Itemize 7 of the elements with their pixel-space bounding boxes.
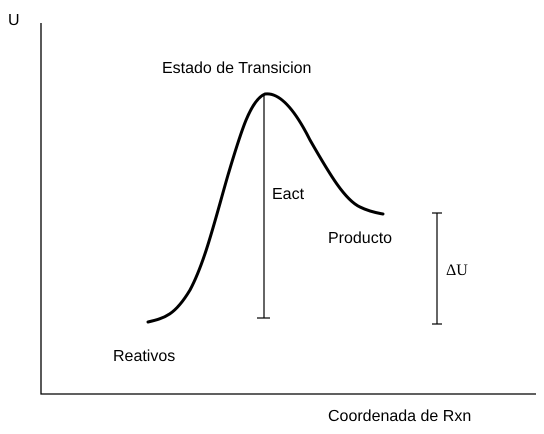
peak-label: Estado de Transicion — [162, 60, 312, 78]
axis-label: U — [8, 12, 20, 30]
axis-label: Coordenada de Rxn — [328, 408, 472, 426]
dimension-label: ΔU — [446, 262, 468, 280]
dimension-label: Eact — [272, 186, 304, 204]
curve-label: Reativos — [113, 348, 176, 366]
curve-label: Producto — [328, 230, 392, 248]
